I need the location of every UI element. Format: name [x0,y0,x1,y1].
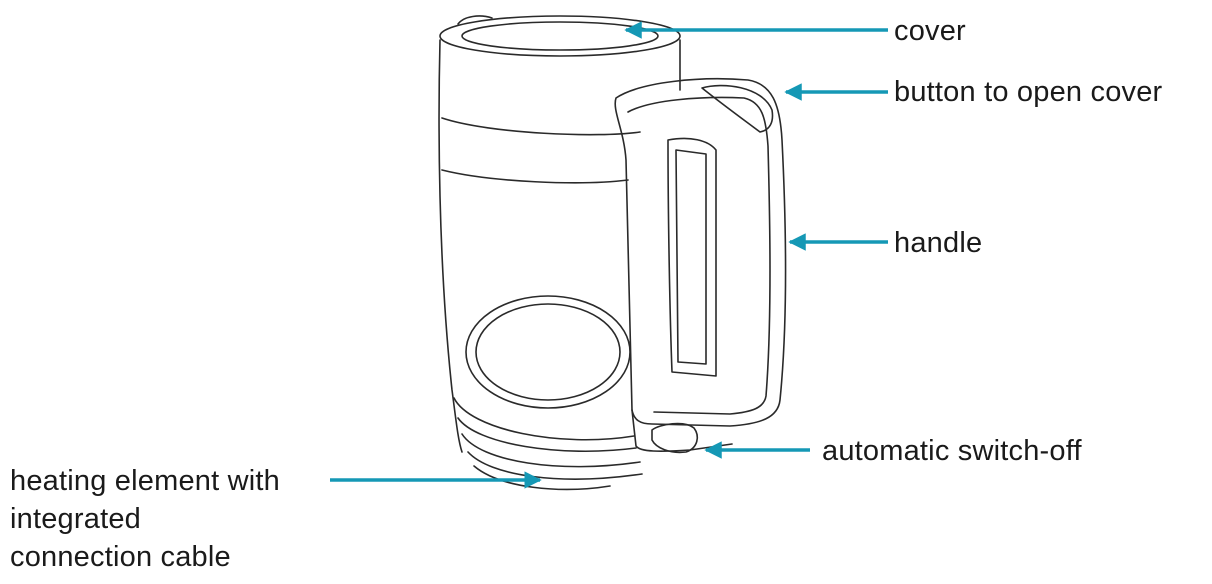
label-heating-element: heating element with integrated connecti… [10,462,280,576]
label-automatic-switch-off: automatic switch-off [822,435,1082,467]
label-cover: cover [894,15,966,47]
label-heating-line-2: integrated [10,503,141,535]
label-handle: handle [894,227,983,259]
label-heating-line-3: connection cable [10,541,231,573]
label-heating-line-1: heating element with [10,465,280,497]
kettle-handle [614,78,787,454]
label-button-to-open-cover: button to open cover [894,76,1163,108]
callout-arrows [330,21,888,489]
